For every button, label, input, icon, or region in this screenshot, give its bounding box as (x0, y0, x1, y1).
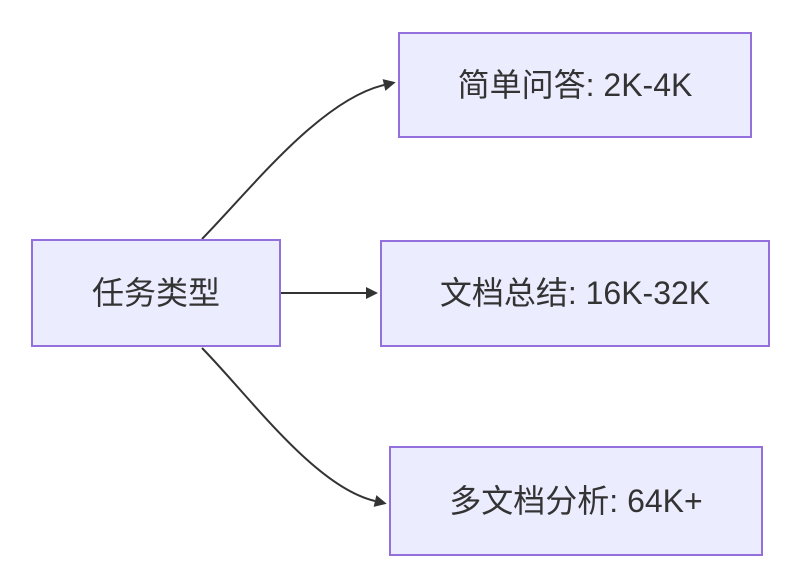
node-multi-doc: 多文档分析: 64K+ (389, 446, 763, 556)
edge-to-simple-qa (201, 79, 396, 240)
node-simple-qa-label: 简单问答: 2K-4K (457, 66, 693, 103)
node-doc-summary-label: 文档总结: 16K-32K (439, 275, 711, 312)
node-multi-doc-label: 多文档分析: 64K+ (449, 482, 703, 519)
node-simple-qa: 简单问答: 2K-4K (398, 32, 752, 138)
edge-to-multi-doc (201, 347, 387, 507)
node-task-type: 任务类型 (31, 239, 281, 347)
node-task-type-label: 任务类型 (91, 274, 220, 311)
node-doc-summary: 文档总结: 16K-32K (380, 240, 770, 347)
